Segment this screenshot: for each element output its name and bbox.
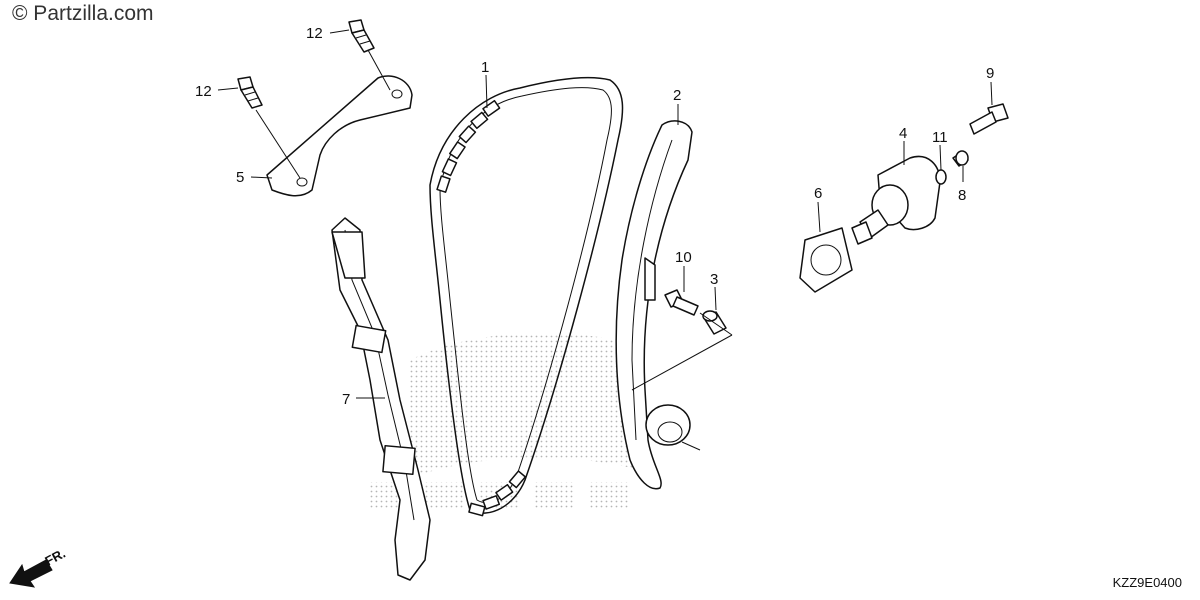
gasket-6[interactable] [799, 227, 853, 293]
watermark: © Partzilla.com [12, 2, 154, 25]
callout-12-upper[interactable]: 12 [306, 25, 323, 42]
bolt-9[interactable] [969, 103, 1009, 135]
callout-6[interactable]: 6 [814, 185, 822, 202]
diagram-code: KZZ9E0400 [1112, 575, 1182, 590]
chain-links-top [436, 99, 501, 193]
guide-plate-5[interactable] [266, 75, 413, 197]
callout-7[interactable]: 7 [342, 391, 350, 408]
cam-chain-1[interactable] [429, 76, 624, 517]
callout-12-lower[interactable]: 12 [195, 83, 212, 100]
chain-links-bottom [468, 470, 527, 517]
callout-11[interactable]: 11 [932, 129, 948, 146]
callout-10[interactable]: 10 [675, 249, 692, 266]
bolt-12-lower[interactable] [237, 76, 263, 109]
callout-2[interactable]: 2 [673, 87, 681, 104]
washer-11[interactable] [935, 169, 947, 185]
callout-3[interactable]: 3 [710, 271, 718, 288]
background-logo [370, 333, 640, 510]
callout-8[interactable]: 8 [958, 187, 966, 204]
callout-4[interactable]: 4 [899, 125, 907, 142]
tensioner-lifter-4[interactable] [851, 155, 941, 245]
front-direction-arrow: FR. [9, 546, 68, 588]
callout-9[interactable]: 9 [986, 65, 994, 82]
leader-lines [217, 29, 993, 399]
callouts: 12 12 5 1 2 7 10 3 6 4 11 9 8 [195, 25, 994, 408]
front-arrow-icon [9, 559, 53, 588]
callout-5[interactable]: 5 [236, 169, 244, 186]
bolt-12-upper[interactable] [348, 19, 375, 53]
bolt-8[interactable] [952, 150, 969, 167]
tensioner-arm-2[interactable] [615, 120, 701, 490]
bolt-10[interactable] [664, 289, 699, 316]
chain-guide-7[interactable] [331, 217, 431, 581]
callout-1[interactable]: 1 [481, 59, 489, 76]
